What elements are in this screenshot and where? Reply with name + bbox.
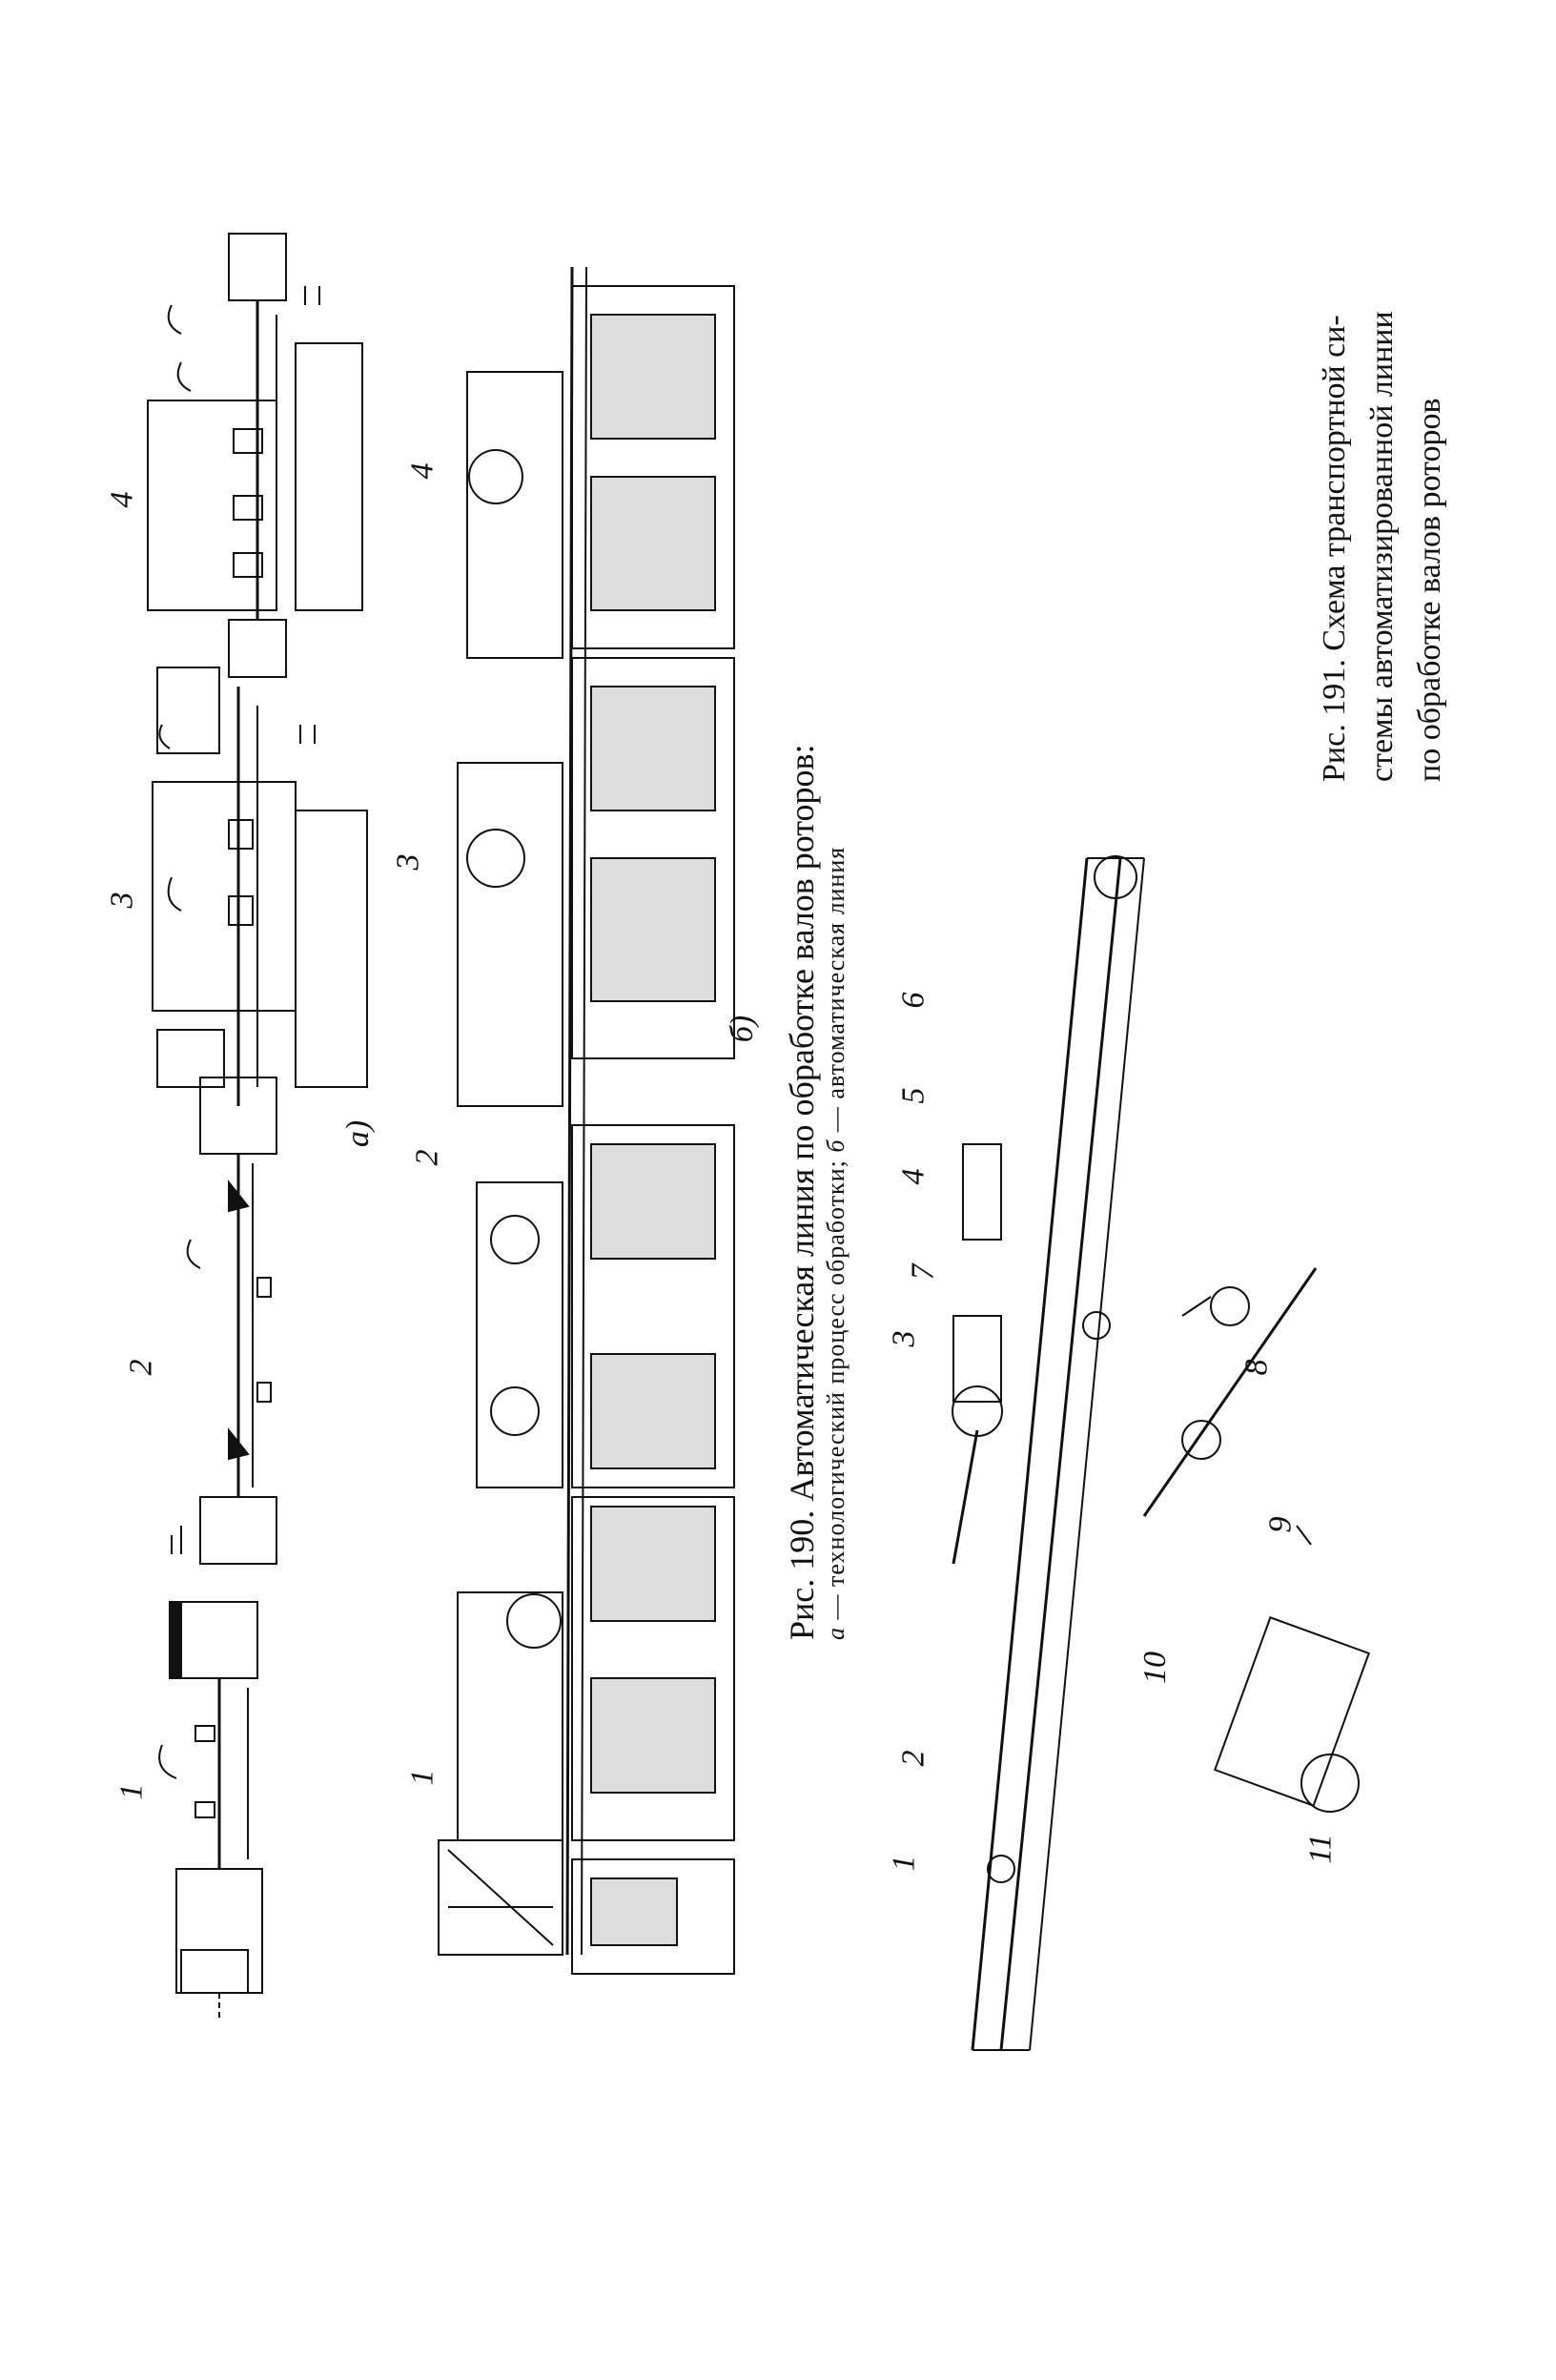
part-label-2: 2 [895, 1750, 932, 1767]
operation-label-2: 2 [123, 1359, 159, 1376]
part-label-10: 10 [1137, 1652, 1173, 1684]
operation-label-1: 1 [113, 1783, 150, 1800]
part-label-5: 5 [895, 1087, 932, 1104]
part-label-9: 9 [1262, 1516, 1299, 1533]
figure-191-caption-line-1: Рис. 191. Схема транспортной си- [1317, 315, 1352, 782]
figure-190-legend: а — технологический процесс обработки; б… [822, 744, 850, 1640]
station-label-3: 3 [390, 853, 426, 871]
legend-a-letter: а [822, 1627, 850, 1640]
operation-label-3: 3 [104, 892, 140, 909]
operation-3-sketch [152, 667, 368, 1106]
station-label-2: 2 [409, 1149, 445, 1166]
figure-191-caption-line-2: стемы автоматизированной линии [1364, 311, 1400, 782]
part-b-label: б) [725, 1015, 761, 1043]
operation-2-sketch [171, 1077, 277, 1565]
transport-system-drawing [952, 855, 1371, 2051]
part-label-4: 4 [895, 1168, 932, 1185]
part-a-label: а) [340, 1119, 377, 1148]
part-label-1: 1 [886, 1855, 922, 1872]
part-label-7: 7 [905, 1263, 941, 1281]
part-label-3: 3 [886, 1330, 922, 1347]
operation-4-sketch [147, 233, 363, 678]
legend-a-text: — технологический процесс обработки; [822, 1152, 850, 1627]
legend-b-text: — автоматическая линия [822, 846, 850, 1139]
station-label-1: 1 [404, 1769, 440, 1786]
part-label-8: 8 [1239, 1359, 1275, 1376]
part-label-6: 6 [895, 992, 932, 1009]
operation-1-sketch [158, 1563, 263, 2021]
figure-190-caption: Рис. 190. Автоматическая линия по обрабо… [782, 744, 850, 1640]
figure-190-title: Рис. 190. Автоматическая линия по обрабо… [783, 744, 821, 1640]
figure-191-caption: Рис. 191. Схема транспортной си- стемы а… [1311, 311, 1454, 782]
operation-label-4: 4 [104, 491, 140, 508]
figure-191-caption-line-3: по обработке валов роторов [1412, 398, 1447, 782]
automatic-line-drawing [438, 266, 735, 1975]
legend-b-letter: б [822, 1139, 850, 1153]
station-label-4: 4 [404, 462, 440, 480]
part-label-11: 11 [1302, 1834, 1339, 1864]
